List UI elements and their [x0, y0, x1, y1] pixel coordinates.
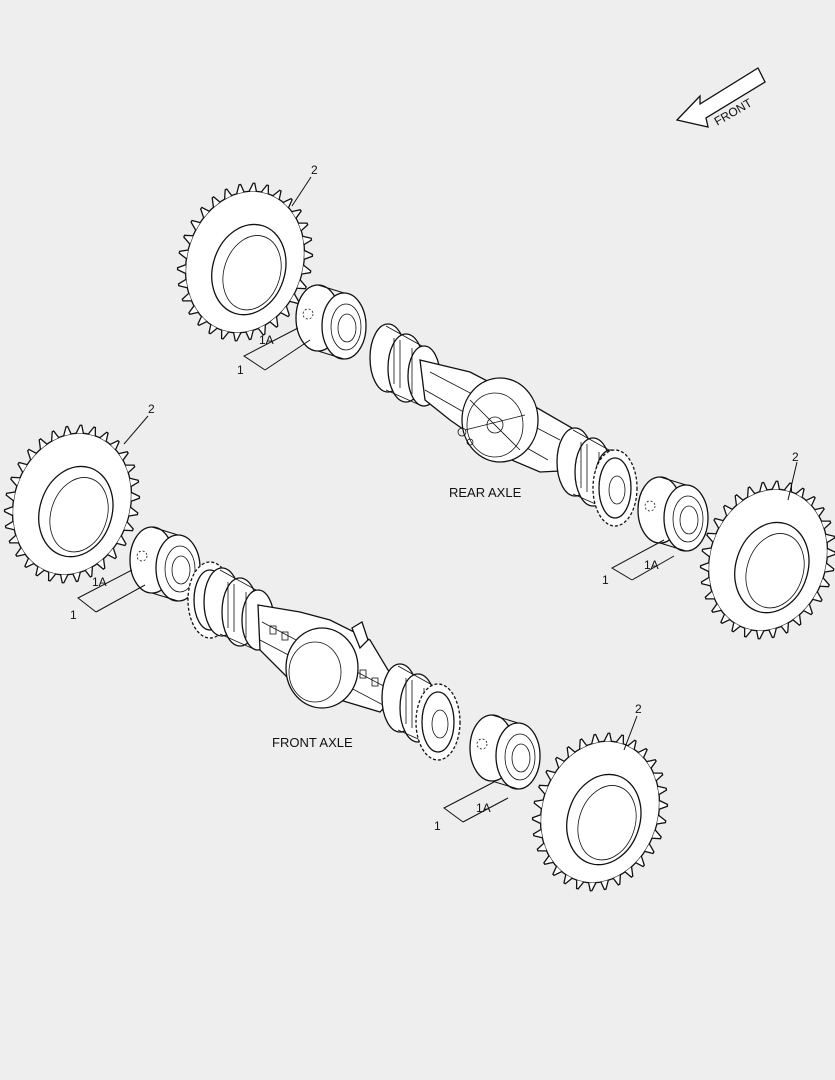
rear-axle-assembly	[156, 164, 835, 658]
rear-axle-housing	[419, 359, 581, 473]
callout-label: 1	[602, 573, 609, 587]
callout-rear-right-tire: 2	[787, 450, 799, 501]
callout-rear-right-wheel: 1A 1	[602, 539, 675, 587]
callout-label: 1	[70, 608, 77, 622]
rear-axle-label: REAR AXLE	[449, 485, 522, 500]
callout-label: 1A	[476, 801, 491, 815]
callout-label: 2	[635, 702, 642, 716]
rear-right-brake-disc	[592, 449, 638, 527]
callout-label: 2	[148, 402, 155, 416]
callout-label: 1A	[259, 333, 274, 347]
callout-front-left-tire: 2	[123, 402, 155, 445]
callout-front-right-wheel: 1A 1	[434, 781, 509, 833]
callout-label: 1A	[92, 575, 107, 589]
front-direction-arrow: FRONT	[675, 67, 766, 128]
front-right-wheel-rim	[469, 714, 541, 790]
rear-left-wheel-rim	[295, 284, 367, 360]
callout-front-right-tire: 2	[623, 702, 642, 751]
callout-rear-left-tire: 2	[291, 163, 318, 207]
callout-label: 2	[792, 450, 799, 464]
rear-right-tire	[679, 462, 835, 658]
front-axle-label: FRONT AXLE	[272, 735, 353, 750]
front-axle-assembly	[0, 406, 689, 910]
callout-label: 2	[311, 163, 318, 177]
front-axle-housing	[257, 604, 401, 713]
callout-front-left-wheel: 1A 1	[70, 569, 146, 622]
callout-label: 1	[237, 363, 244, 377]
rear-right-wheel-rim	[637, 476, 709, 552]
callout-rear-left-wheel: 1A 1	[237, 327, 311, 377]
front-right-brake-disc	[415, 683, 461, 761]
callout-label: 1	[434, 819, 441, 833]
callout-label: 1A	[644, 558, 659, 572]
